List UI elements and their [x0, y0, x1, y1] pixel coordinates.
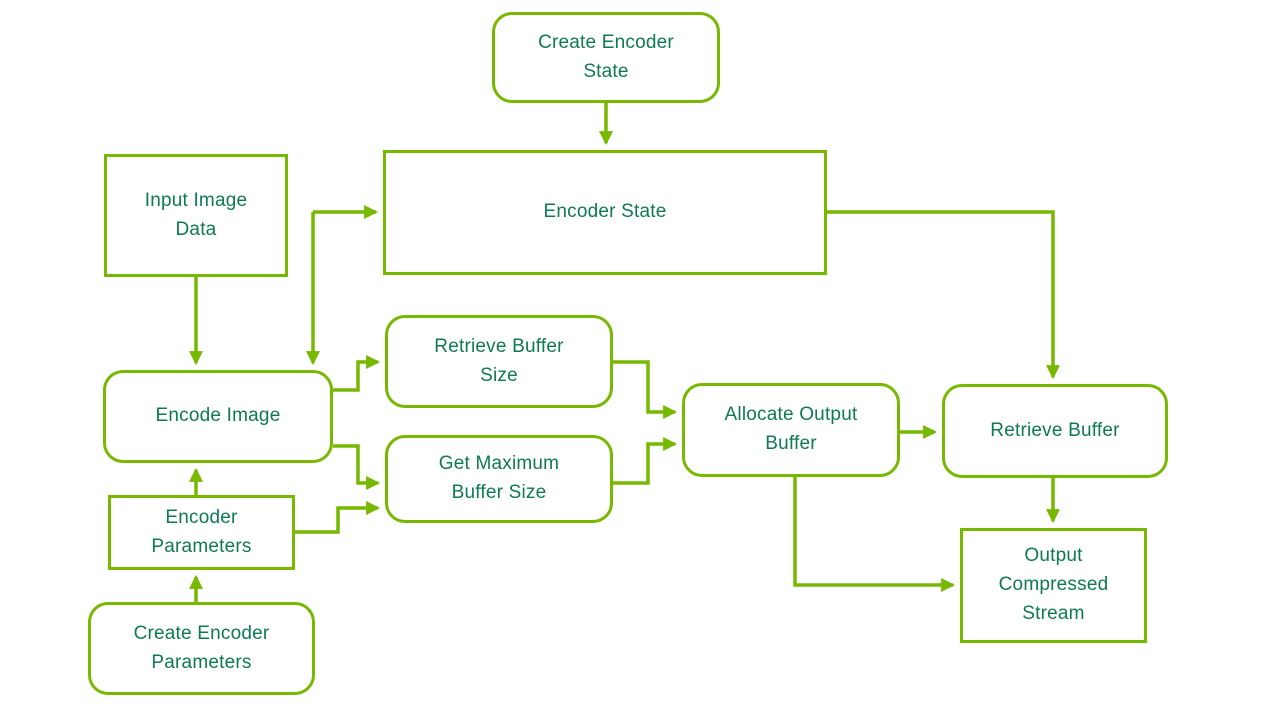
node-label-output-compressed-stream: Output Compressed Stream: [998, 545, 1109, 624]
node-label-create-encoder-state: Create Encoder State: [538, 31, 674, 82]
node-retrieve-buffer: Retrieve Buffer: [942, 384, 1168, 478]
node-create-encoder-state: Create Encoder State: [492, 12, 720, 103]
node-label-get-maximum-buffer-size: Get Maximum Buffer Size: [438, 453, 560, 503]
node-label-allocate-output-buffer: Allocate Output Buffer: [724, 404, 858, 454]
node-label-create-encoder-parameters: Create Encoder Parameters: [133, 622, 270, 673]
connector-encode-image-to-get-maximum-buffer-size: [333, 444, 381, 490]
connector-encoder-state-to-retrieve-buffer: [827, 210, 1060, 380]
node-get-maximum-buffer-size: Get Maximum Buffer Size: [385, 435, 613, 523]
connector-encode-image-to-retrieve-buffer-size: [333, 355, 381, 392]
connector-encoder-parameters-to-get-maximum-buffer-size: [295, 501, 381, 534]
node-label-retrieve-buffer: Retrieve Buffer: [990, 419, 1120, 441]
node-label-retrieve-buffer-size: Retrieve Buffer Size: [434, 335, 564, 386]
node-label-input-image-data: Input Image Data: [144, 189, 248, 240]
node-input-image-data: Input Image Data: [104, 154, 288, 277]
connector-get-maximum-buffer-size-to-allocate-output-buffer: [613, 437, 678, 485]
node-label-encoder-parameters: Encoder Parameters: [151, 506, 252, 557]
node-encoder-state: Encoder State: [383, 150, 827, 275]
connector-retrieve-buffer-size-to-allocate-output-buffer: [613, 360, 678, 419]
node-label-encode-image: Encode Image: [155, 405, 281, 427]
node-allocate-output-buffer: Allocate Output Buffer: [682, 383, 900, 477]
node-encoder-parameters: Encoder Parameters: [108, 495, 295, 570]
node-encode-image: Encode Image: [103, 370, 333, 463]
node-label-encoder-state: Encoder State: [543, 201, 667, 223]
connector-allocate-output-buffer-to-output-compressed-stream: [793, 477, 956, 592]
node-create-encoder-parameters: Create Encoder Parameters: [88, 602, 315, 695]
node-output-compressed-stream: Output Compressed Stream: [960, 528, 1147, 643]
node-retrieve-buffer-size: Retrieve Buffer Size: [385, 315, 613, 408]
